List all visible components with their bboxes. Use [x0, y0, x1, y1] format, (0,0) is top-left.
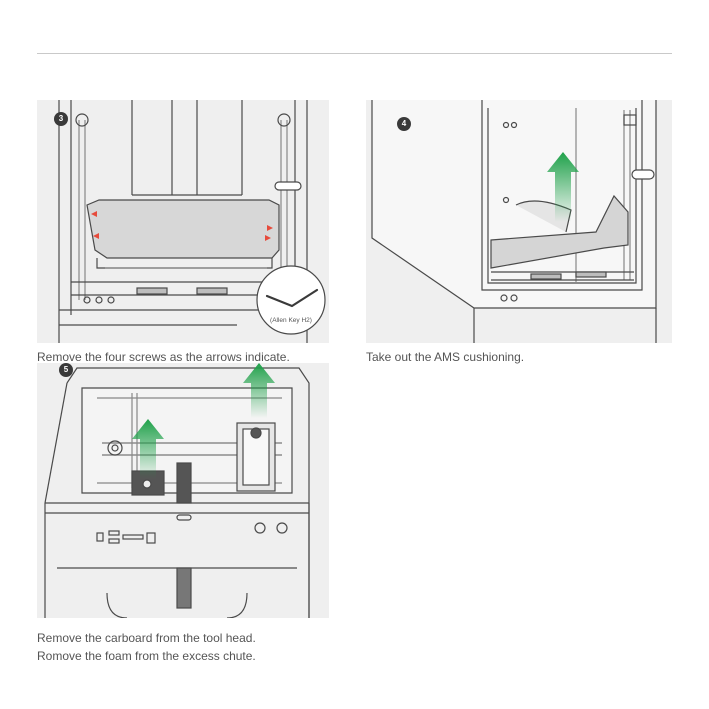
allen-key-label: (Allen Key H2)	[270, 317, 312, 324]
lift-arrow-left	[132, 419, 164, 479]
step-5-caption-line-1: Remove the carboard from the tool head.	[37, 631, 256, 645]
printer-angled-drawing	[371, 100, 657, 343]
step-number-badge: 4	[397, 117, 411, 131]
step-5-illustration: 5	[37, 363, 329, 618]
step-number-badge: 3	[54, 112, 68, 126]
step-5-caption: Remove the carboard from the tool head. …	[37, 629, 256, 665]
screw-markers	[91, 211, 273, 241]
step-4-caption: Take out the AMS cushioning.	[366, 350, 525, 364]
step-number-badge: 5	[59, 363, 73, 377]
step-3-illustration: (Allen Key H2) 3	[37, 100, 329, 343]
allen-key-callout: (Allen Key H2)	[256, 265, 326, 335]
step-5-caption-line-2: Romove the foam from the excess chute.	[37, 649, 256, 663]
step-4-illustration: 4	[366, 100, 672, 343]
lift-arrow-right	[243, 363, 275, 418]
printer-top-down-drawing	[44, 363, 310, 618]
step-3-caption: Remove the four screws as the arrows ind…	[37, 350, 290, 364]
lift-arrow	[547, 152, 579, 222]
printer-front-open-drawing: (Allen Key H2)	[58, 100, 326, 343]
top-divider	[37, 53, 672, 54]
